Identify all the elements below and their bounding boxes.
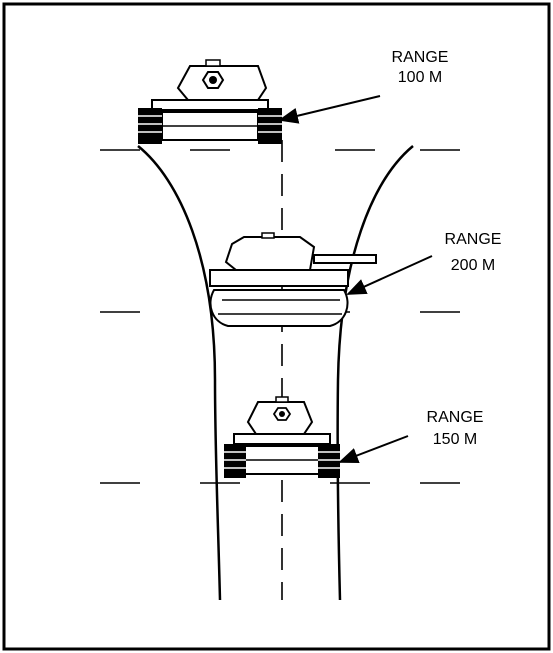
arrow-200m (346, 255, 433, 295)
label-range-100m: RANGE 100 M (392, 49, 449, 86)
tank-front-view-100m (138, 59, 282, 144)
arrow-100m (278, 95, 381, 124)
label-range-200m-line1: RANGE (445, 231, 502, 248)
label-range-200m-line2: 200 M (451, 257, 495, 274)
label-range-150m-line1: RANGE (427, 409, 484, 426)
label-range-200m: RANGE 200 M (445, 231, 502, 274)
road-right-edge (336, 145, 414, 601)
label-range-100m-line1: RANGE (392, 49, 449, 66)
label-range-150m-line2: 150 M (433, 431, 477, 448)
tank-side-view-200m (209, 232, 377, 327)
label-range-150m: RANGE 150 M (427, 409, 484, 448)
road-left-edge (137, 145, 222, 601)
tank-front-view-150m (224, 396, 340, 478)
arrow-150m (338, 435, 409, 464)
label-range-100m-line2: 100 M (398, 69, 442, 86)
